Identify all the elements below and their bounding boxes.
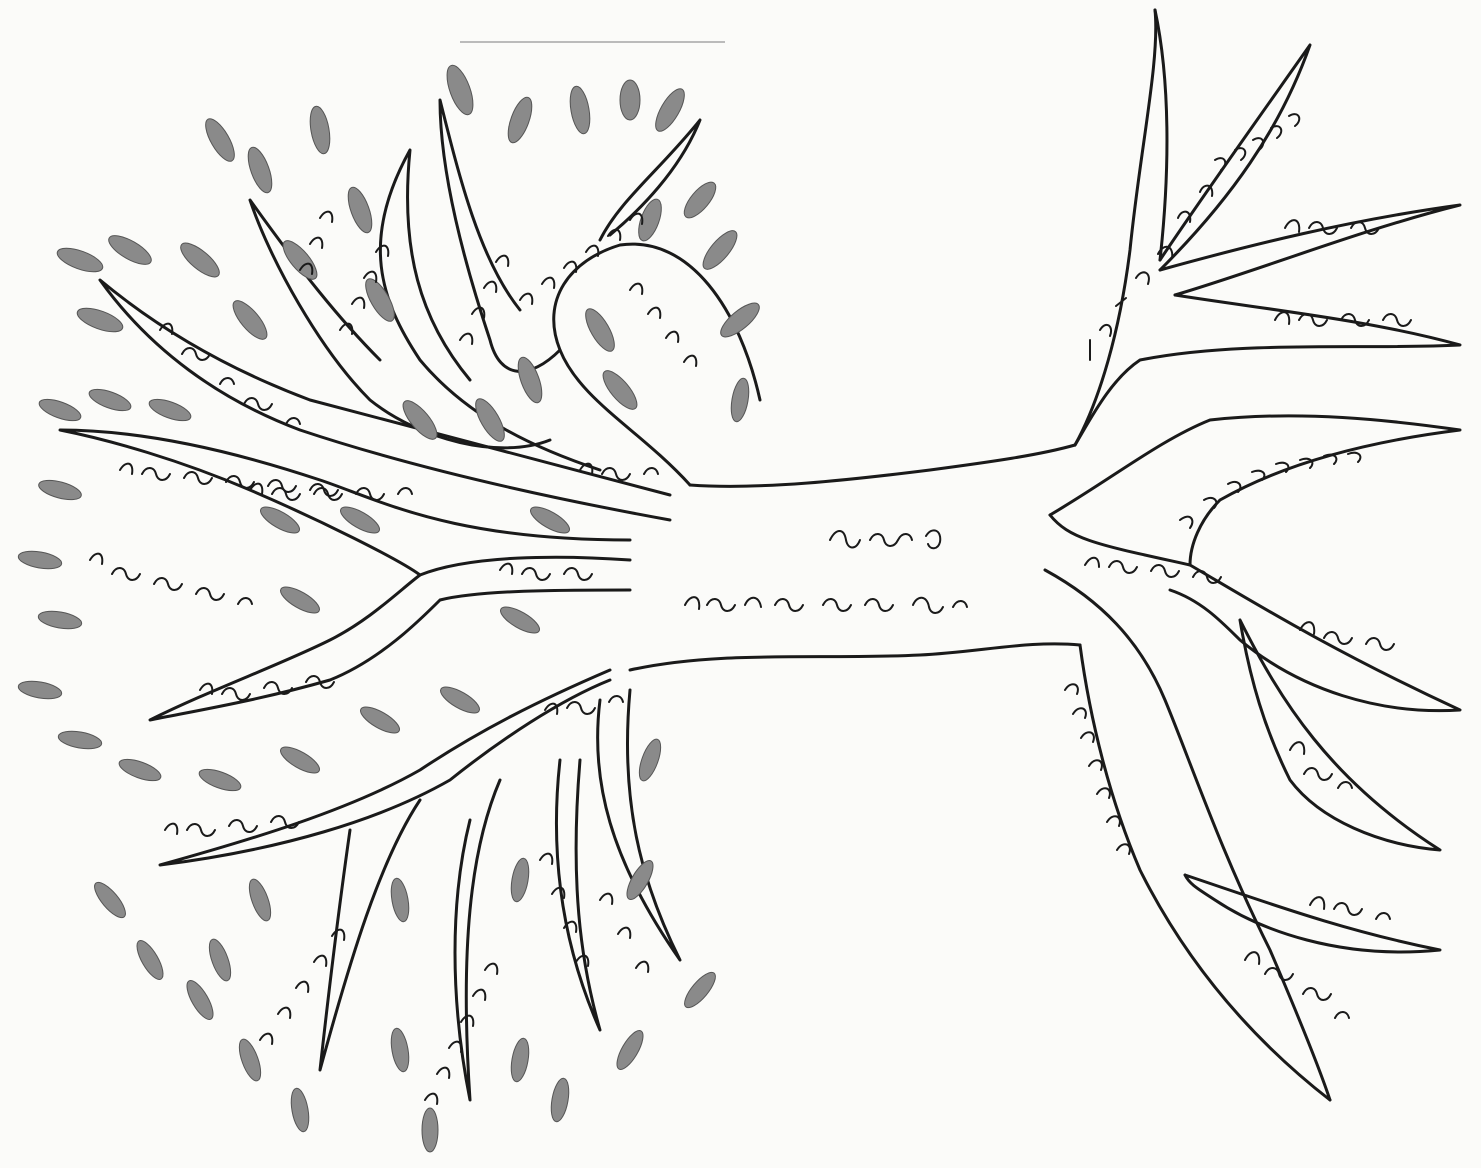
branch-label-11 — [90, 554, 252, 604]
branch-lower-down-4 — [598, 690, 680, 960]
root-lower-main — [1045, 570, 1330, 1100]
root-mid-a — [1050, 416, 1460, 565]
root-upper-b — [1160, 205, 1460, 295]
root-label-6 — [1085, 558, 1221, 583]
root-label-11 — [1065, 684, 1130, 854]
branch-label-9 — [250, 484, 412, 500]
branch-lower-down-1 — [320, 800, 420, 1070]
branch-label-7 — [580, 464, 658, 480]
root-lower-a — [1240, 620, 1440, 850]
roots — [1045, 10, 1460, 1100]
leaf-cluster-upper-left — [54, 105, 642, 445]
script-labels — [90, 114, 1411, 1104]
root-mid-join — [1050, 515, 1190, 565]
branch-label-13 — [545, 696, 623, 714]
branch-label-10 — [500, 564, 592, 580]
trunk-label-2 — [685, 597, 967, 613]
branches — [60, 100, 760, 1100]
branch-label-2 — [300, 212, 332, 274]
leaf-cluster-top — [442, 62, 764, 423]
branch-top-3 — [440, 100, 560, 371]
root-upper-main-inner — [1155, 10, 1167, 260]
leaf-cluster-bottom — [90, 737, 721, 1152]
branch-label-16 — [425, 964, 497, 1104]
branch-lower-long — [160, 670, 610, 865]
root-label-10 — [1245, 952, 1349, 1018]
root-upper-main — [1075, 10, 1156, 445]
trunk-outline-bottom — [630, 644, 1080, 670]
trunk-label-1 — [830, 530, 940, 548]
root-lower-b — [1185, 875, 1440, 952]
branch-mid — [60, 430, 630, 575]
root-mid-b — [1170, 565, 1460, 711]
foliage — [17, 62, 764, 1152]
branch-label-6 — [630, 284, 696, 366]
branch-label-18 — [600, 894, 648, 972]
root-lower-main-inner — [1080, 645, 1330, 1100]
branch-label-5 — [520, 214, 642, 304]
branch-label-14 — [165, 816, 299, 836]
root-label-9 — [1310, 897, 1390, 919]
branch-lower-down-3 — [556, 760, 600, 1030]
trunk-outline-top — [690, 445, 1075, 486]
branch-top — [554, 244, 760, 485]
